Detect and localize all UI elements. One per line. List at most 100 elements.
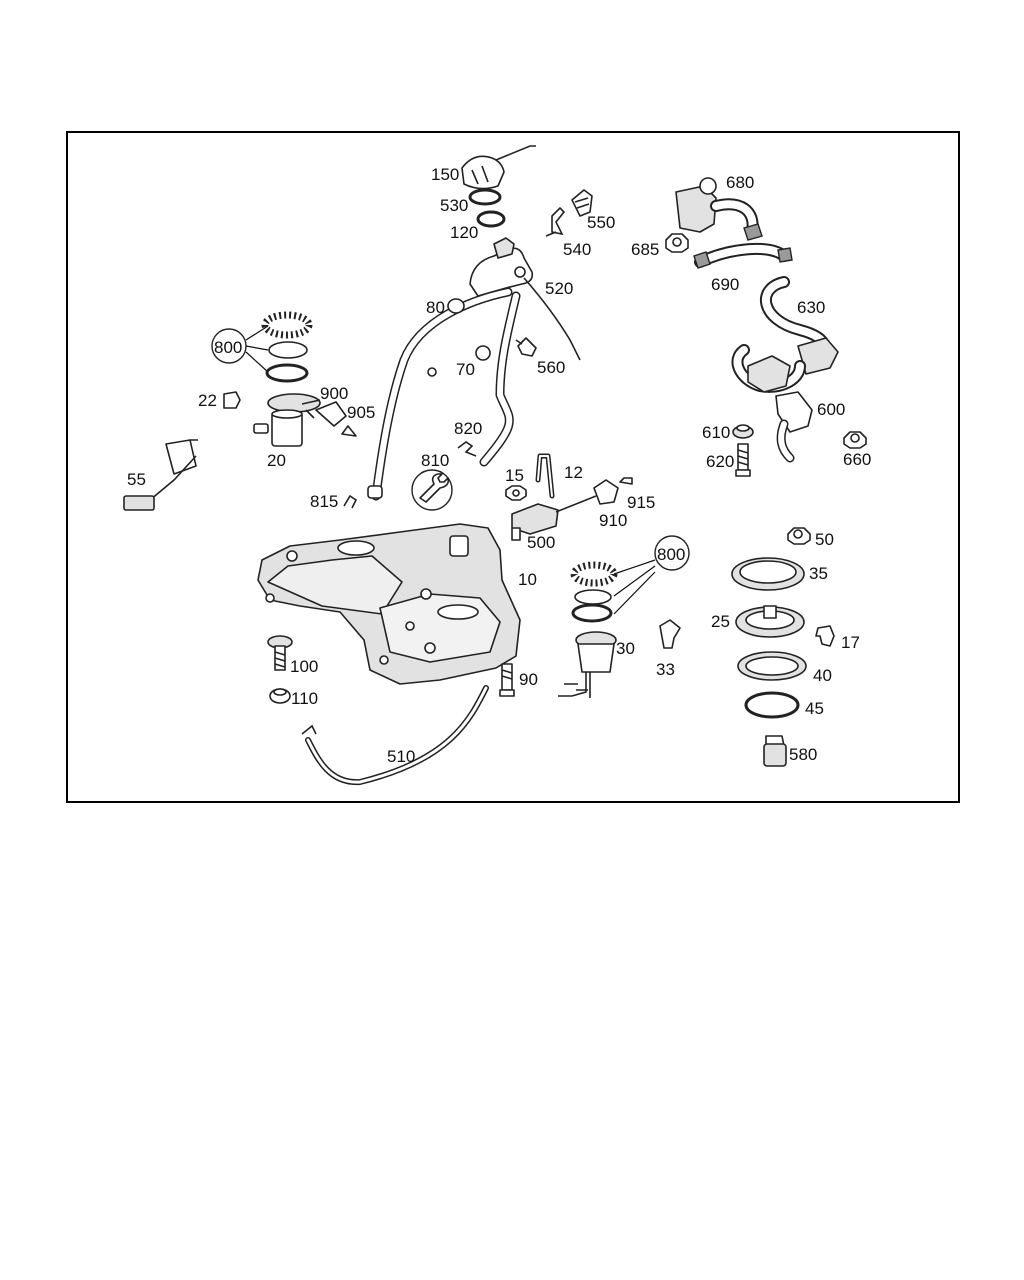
- label-815: 815: [310, 492, 338, 511]
- label-10: 10: [518, 570, 537, 589]
- filler-neck-520: [469, 237, 581, 361]
- nut-685: [665, 233, 689, 253]
- tool-810: [411, 469, 453, 511]
- label-22: 22: [198, 391, 217, 410]
- label-620: 620: [706, 452, 734, 471]
- label-900: 900: [320, 384, 348, 403]
- bracket-12: [535, 453, 555, 499]
- label-12: 12: [564, 463, 583, 482]
- flange-25: [735, 605, 805, 638]
- label-600: 600: [817, 400, 845, 419]
- pin-915: [619, 477, 633, 485]
- label-610: 610: [702, 423, 730, 442]
- label-685: 685: [631, 240, 659, 259]
- callout-800-right: [613, 535, 690, 615]
- label-530: 530: [440, 196, 468, 215]
- label-100: 100: [290, 657, 318, 676]
- elbow-17: [815, 625, 835, 647]
- label-40: 40: [813, 666, 832, 685]
- clip-22: [223, 391, 241, 409]
- filter-900: [315, 401, 347, 427]
- seal-ring-45: [744, 691, 800, 719]
- flange-ring-left: [265, 363, 309, 383]
- bolt-90: [499, 663, 515, 697]
- label-820: 820: [454, 419, 482, 438]
- clip-815: [343, 494, 358, 509]
- valve-680: [675, 177, 763, 241]
- label-45: 45: [805, 699, 824, 718]
- valve-905: [341, 425, 357, 437]
- label-50: 50: [815, 530, 834, 549]
- seal-ring-530: [468, 188, 502, 206]
- seal-ring-120: [476, 210, 506, 228]
- label-20: 20: [267, 451, 286, 470]
- bolt-620: [735, 443, 751, 477]
- bolt-100: [267, 635, 293, 671]
- nut-660: [843, 431, 867, 449]
- fuel-pump-30: [558, 631, 617, 698]
- hose-690: [693, 242, 793, 269]
- cover-35: [731, 557, 805, 591]
- label-90: 90: [519, 670, 538, 689]
- level-sensor-55: [123, 439, 198, 511]
- label-905: 905: [347, 403, 375, 422]
- sensor-33: [659, 619, 681, 649]
- label-910: 910: [599, 511, 627, 530]
- label-120: 120: [450, 223, 478, 242]
- sensor-500: [511, 495, 597, 541]
- clip-820: [457, 441, 477, 457]
- label-110: 110: [291, 689, 318, 708]
- label-35: 35: [809, 564, 828, 583]
- label-690: 690: [711, 275, 739, 294]
- fuel-pump-20: [253, 393, 321, 447]
- clip-540: [545, 206, 566, 237]
- label-580: 580: [789, 745, 817, 764]
- label-15: 15: [505, 466, 524, 485]
- label-55: 55: [127, 470, 146, 489]
- label-70: 70: [456, 360, 475, 379]
- label-915: 915: [627, 493, 655, 512]
- nut-15: [505, 485, 527, 501]
- label-80: 80: [426, 298, 445, 317]
- fuel-cap: [461, 145, 536, 190]
- label-500: 500: [527, 533, 555, 552]
- nut-50: [787, 527, 811, 545]
- grommet-610: [732, 424, 754, 439]
- label-17: 17: [841, 633, 860, 652]
- lock-ring-left: [261, 311, 313, 339]
- hose-630: [760, 276, 839, 375]
- label-510: 510: [387, 747, 415, 766]
- diagram-frame: [66, 131, 960, 803]
- callout-800-left: [211, 325, 269, 373]
- filler-pipe-80: [367, 287, 521, 501]
- label-800-left: 800: [214, 338, 242, 357]
- clamp-560: [515, 337, 537, 357]
- nut-70: [475, 345, 491, 361]
- label-33: 33: [656, 660, 675, 679]
- nut-110: [269, 688, 291, 704]
- label-680: 680: [726, 173, 754, 192]
- label-540: 540: [563, 240, 591, 259]
- label-630: 630: [797, 298, 825, 317]
- label-800-right: 800: [657, 545, 685, 564]
- lock-ring-right: [570, 561, 618, 587]
- connector-910: [593, 479, 619, 505]
- fuel-tank-10: [257, 523, 521, 685]
- filter-580: [763, 735, 787, 767]
- grommet-80: [447, 298, 465, 314]
- label-810: 810: [421, 451, 449, 470]
- strap-510: [301, 685, 489, 786]
- vent-hose-550: [571, 189, 593, 217]
- label-25: 25: [711, 612, 730, 631]
- label-30: 30: [616, 639, 635, 658]
- label-660: 660: [843, 450, 871, 469]
- seal-40: [737, 651, 807, 681]
- seal-ring-left: [268, 341, 308, 359]
- label-560: 560: [537, 358, 565, 377]
- label-550: 550: [587, 213, 615, 232]
- label-520: 520: [545, 279, 573, 298]
- seal-ring-right: [574, 589, 612, 605]
- label-150: 150: [431, 165, 459, 184]
- flange-ring-right: [571, 603, 613, 623]
